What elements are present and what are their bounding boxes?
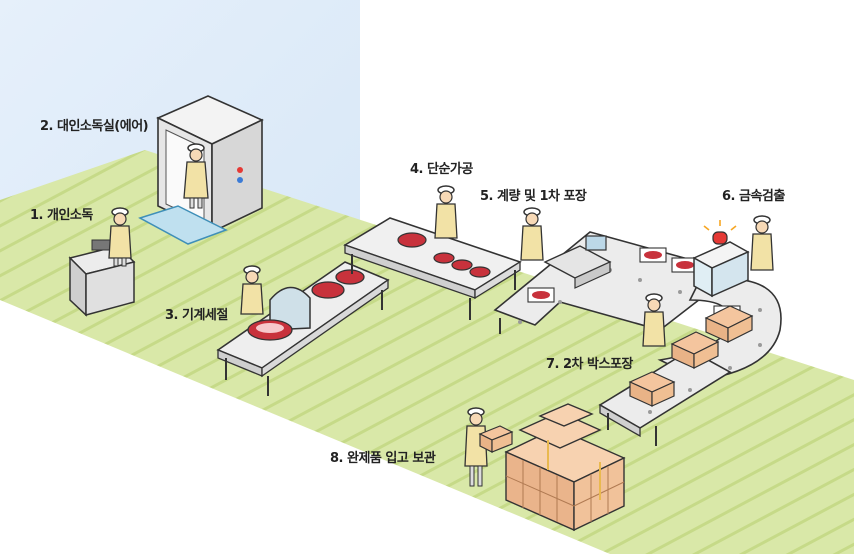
step-label-2: 2. 대인소독실(에어): [40, 119, 149, 134]
meat-cut-icon: [527, 247, 741, 321]
meat-cut-icon: [397, 232, 491, 278]
step-label-7: 7. 2차 박스포장: [546, 357, 633, 372]
worker-icon: [108, 207, 132, 267]
worker-icon: [434, 185, 458, 239]
metal-detector: [692, 241, 750, 298]
worker-icon: [750, 215, 774, 271]
worker-icon: [240, 265, 264, 315]
worker-icon: [464, 407, 514, 487]
step-label-3: 3. 기계세절: [165, 308, 228, 323]
worker-icon: [520, 207, 544, 261]
weighing-scale: [543, 235, 612, 289]
worker-icon: [642, 293, 666, 347]
box-icon: [628, 305, 754, 407]
worker-icon: [183, 143, 209, 209]
step-label-4: 4. 단순가공: [410, 162, 473, 177]
box-stack: [504, 403, 626, 532]
alarm-light-icon: [703, 220, 737, 245]
slicing-conveyor: [216, 261, 390, 396]
step-label-5: 5. 계량 및 1차 포장: [480, 189, 587, 204]
step-label-8: 8. 완제품 입고 보관: [330, 451, 436, 466]
meat-cut-icon: [247, 269, 365, 341]
step-label-1: 1. 개인소독: [30, 208, 93, 223]
factory-floor: [0, 150, 854, 554]
step-label-6: 6. 금속검출: [722, 189, 785, 204]
